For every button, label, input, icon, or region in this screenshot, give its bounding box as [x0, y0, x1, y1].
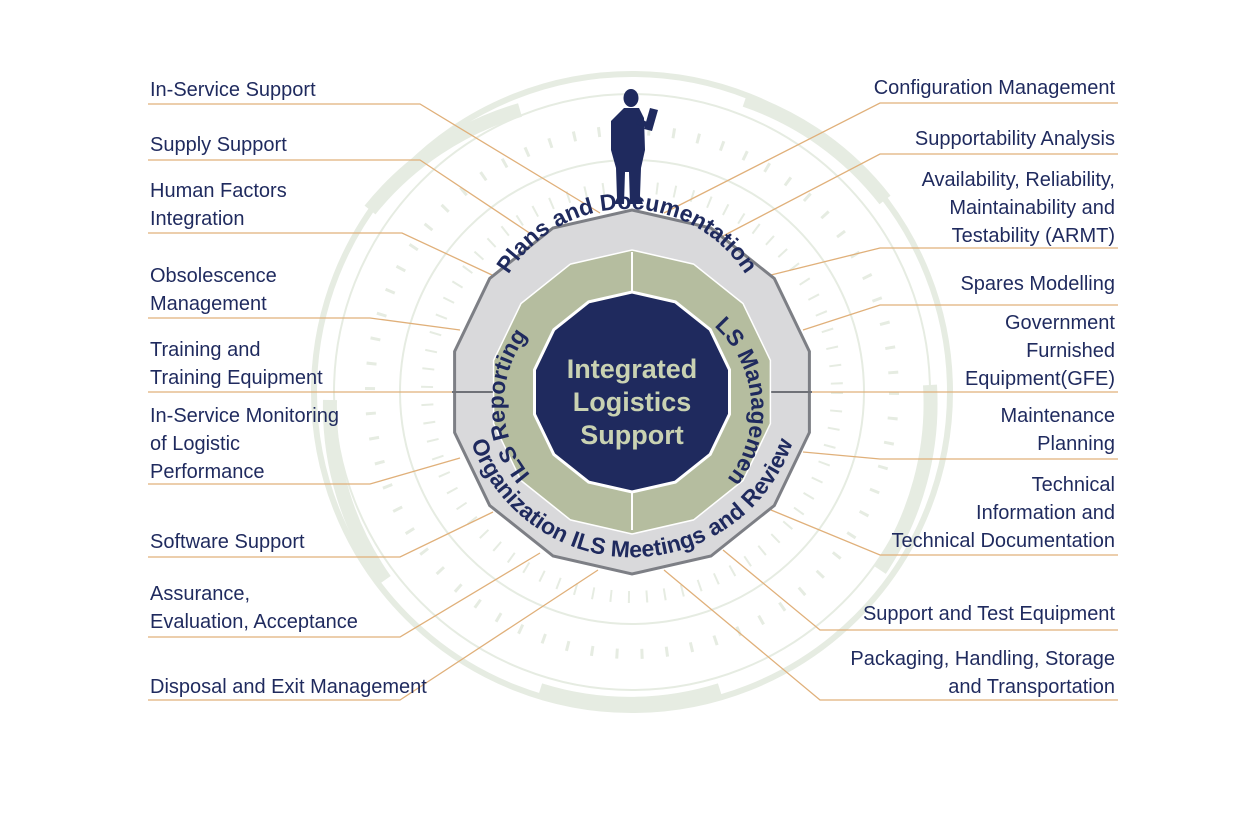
left-label-0: In-Service Support [150, 79, 316, 101]
leader-lines [148, 102, 1118, 701]
left-label-line: Obsolescence [150, 265, 277, 287]
right-label-line: Testability (ARMT) [952, 225, 1115, 247]
ils-wheel [452, 208, 812, 576]
left-leader-line [148, 317, 461, 331]
right-label-line: Spares Modelling [960, 273, 1115, 295]
left-label-line: Management [150, 293, 267, 315]
left-label-8: Disposal and Exit Management [150, 676, 427, 698]
left-leader-line [148, 552, 541, 638]
right-leader-line [770, 247, 1118, 276]
left-label-line: Integration [150, 208, 245, 230]
right-leader-line [770, 509, 1118, 556]
right-leader-line [722, 549, 1118, 631]
right-leader-line [663, 102, 1118, 214]
left-label-line: of Logistic [150, 433, 240, 455]
left-label-line: Disposal and Exit Management [150, 676, 427, 698]
right-leader-line [802, 451, 1118, 460]
right-label-0: Configuration Management [874, 77, 1116, 99]
left-label-line: Training and [150, 339, 260, 361]
left-label-line: Supply Support [150, 134, 287, 156]
right-label-line: Planning [1037, 433, 1115, 455]
left-leader-line [148, 232, 493, 276]
left-leader-line [148, 511, 494, 558]
right-label-7: Support and Test Equipment [863, 603, 1115, 625]
right-leader-line [802, 304, 1118, 331]
right-label-line: Configuration Management [874, 77, 1116, 99]
left-label-line: Assurance, [150, 583, 250, 605]
right-label-8: Packaging, Handling, Storage and Transpor… [850, 648, 1115, 698]
right-label-line: Equipment(GFE) [965, 368, 1115, 390]
right-label-1: Supportability Analysis [915, 128, 1115, 150]
right-label-line: Technical [1032, 474, 1115, 496]
left-label-line: Software Support [150, 531, 305, 553]
right-label-line: Supportability Analysis [915, 128, 1115, 150]
center-title: Integrated Logistics Support [567, 354, 698, 450]
left-leader-line [148, 569, 599, 701]
right-label-2: Availability, Reliability, Maintainabilit… [922, 169, 1115, 247]
right-label-line: Packaging, Handling, Storage [850, 648, 1115, 670]
right-label-line: Technical Documentation [892, 530, 1115, 552]
right-label-line: Maintenance [1000, 405, 1115, 427]
right-label-line: Support and Test Equipment [863, 603, 1115, 625]
center-line-2: Logistics [573, 387, 692, 417]
left-leader-line [148, 457, 461, 485]
right-label-line: and Transportation [948, 676, 1115, 698]
center-line-1: Integrated [567, 354, 698, 384]
person-with-laptop-icon [611, 89, 658, 204]
left-label-1: Supply Support [150, 134, 287, 156]
left-label-line: Training Equipment [150, 367, 323, 389]
right-label-3: Spares Modelling [960, 273, 1115, 295]
right-label-line: Furnished [1026, 340, 1115, 362]
right-label-line: Maintainability and [949, 197, 1115, 219]
left-label-line: In-Service Monitoring [150, 405, 339, 427]
center-core [533, 290, 731, 494]
left-leader-line [148, 159, 538, 239]
right-label-line: Government [1005, 312, 1115, 334]
left-label-line: Human Factors [150, 180, 287, 202]
left-label-line: Evaluation, Acceptance [150, 611, 358, 633]
right-leader-line [722, 153, 1118, 237]
right-leader-line [663, 569, 1118, 701]
left-leader-line [148, 103, 601, 214]
right-label-line: Availability, Reliability, [922, 169, 1115, 191]
right-label-line: Information and [976, 502, 1115, 524]
left-label-line: Performance [150, 461, 265, 483]
left-label-7: Assurance, Evaluation, Acceptance [150, 583, 358, 633]
left-label-line: In-Service Support [150, 79, 316, 101]
left-label-6: Software Support [150, 531, 305, 553]
center-line-3: Support [580, 420, 683, 450]
